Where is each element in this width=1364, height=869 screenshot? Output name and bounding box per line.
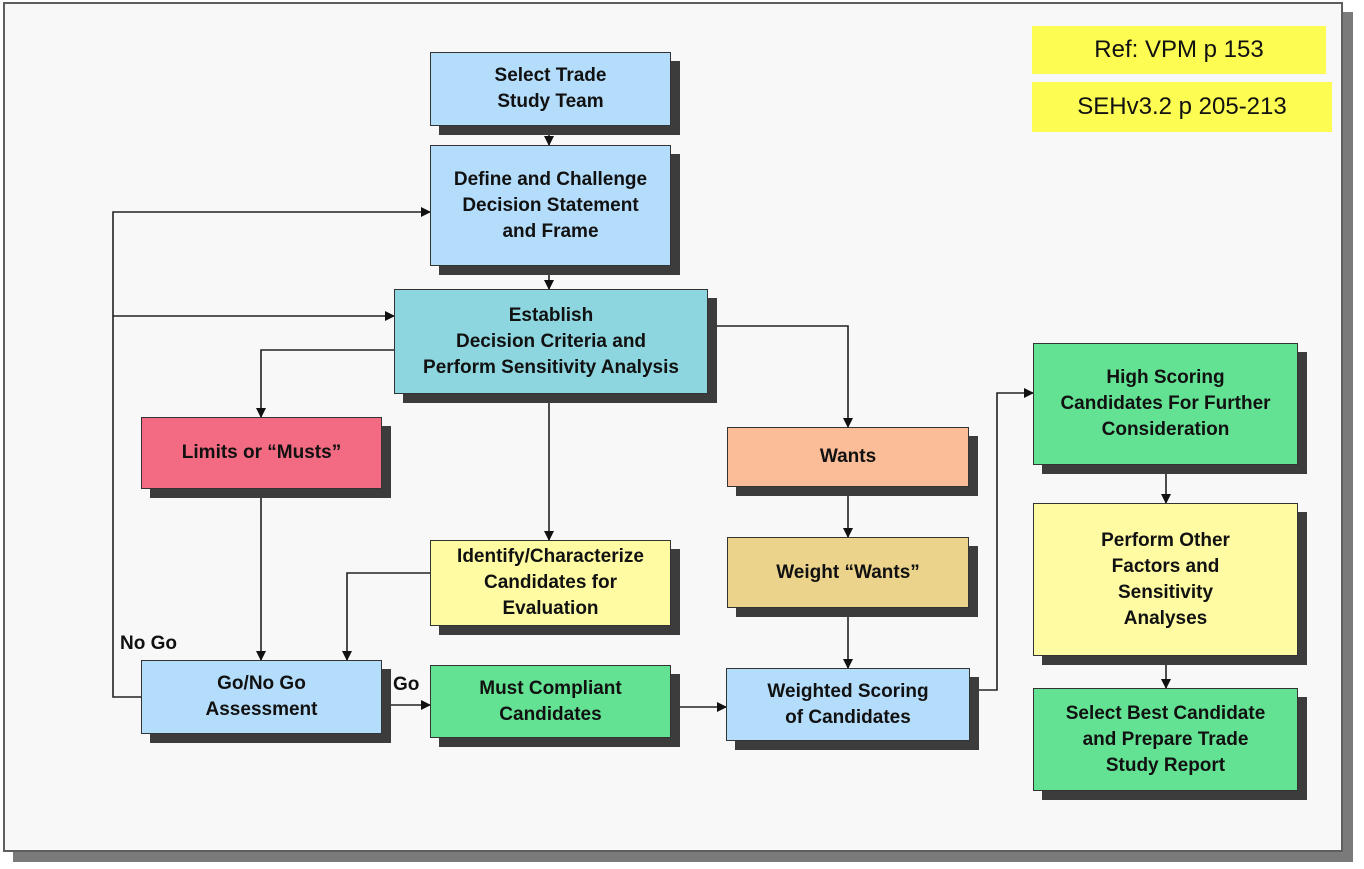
edge-label-no-go: No Go <box>120 633 177 654</box>
node-identify-candidates: Identify/Characterize Candidates for Eva… <box>430 540 671 626</box>
node-high-scoring-candidates: High Scoring Candidates For Further Cons… <box>1033 343 1298 465</box>
node-limits-musts: Limits or “Musts” <box>141 417 382 489</box>
node-select-trade-study-team: Select Trade Study Team <box>430 52 671 126</box>
node-establish-decision-criteria: Establish Decision Criteria and Perform … <box>394 289 708 394</box>
arrow-establish-to-limits <box>256 349 394 418</box>
node-perform-other-factors: Perform Other Factors and Sensitivity An… <box>1033 503 1298 656</box>
edge-label-go: Go <box>393 674 420 695</box>
node-wants: Wants <box>727 427 969 487</box>
arrow-nogo-loop-to-define <box>112 207 431 698</box>
arrow-identify-to-gonogo <box>342 572 430 661</box>
node-define-decision-statement: Define and Challenge Decision Statement … <box>430 145 671 266</box>
reference-vpm: Ref: VPM p 153 <box>1032 26 1326 74</box>
reference-seh: SEHv3.2 p 205-213 <box>1032 82 1332 132</box>
arrow-scoring-to-highscoring <box>970 388 1034 691</box>
node-weighted-scoring: Weighted Scoring of Candidates <box>726 668 970 741</box>
node-select-best-candidate: Select Best Candidate and Prepare Trade … <box>1033 688 1298 791</box>
node-must-compliant-candidates: Must Compliant Candidates <box>430 665 671 738</box>
node-go-no-go-assessment: Go/No Go Assessment <box>141 660 382 734</box>
arrow-establish-to-wants <box>708 325 853 428</box>
node-weight-wants: Weight “Wants” <box>727 537 969 608</box>
